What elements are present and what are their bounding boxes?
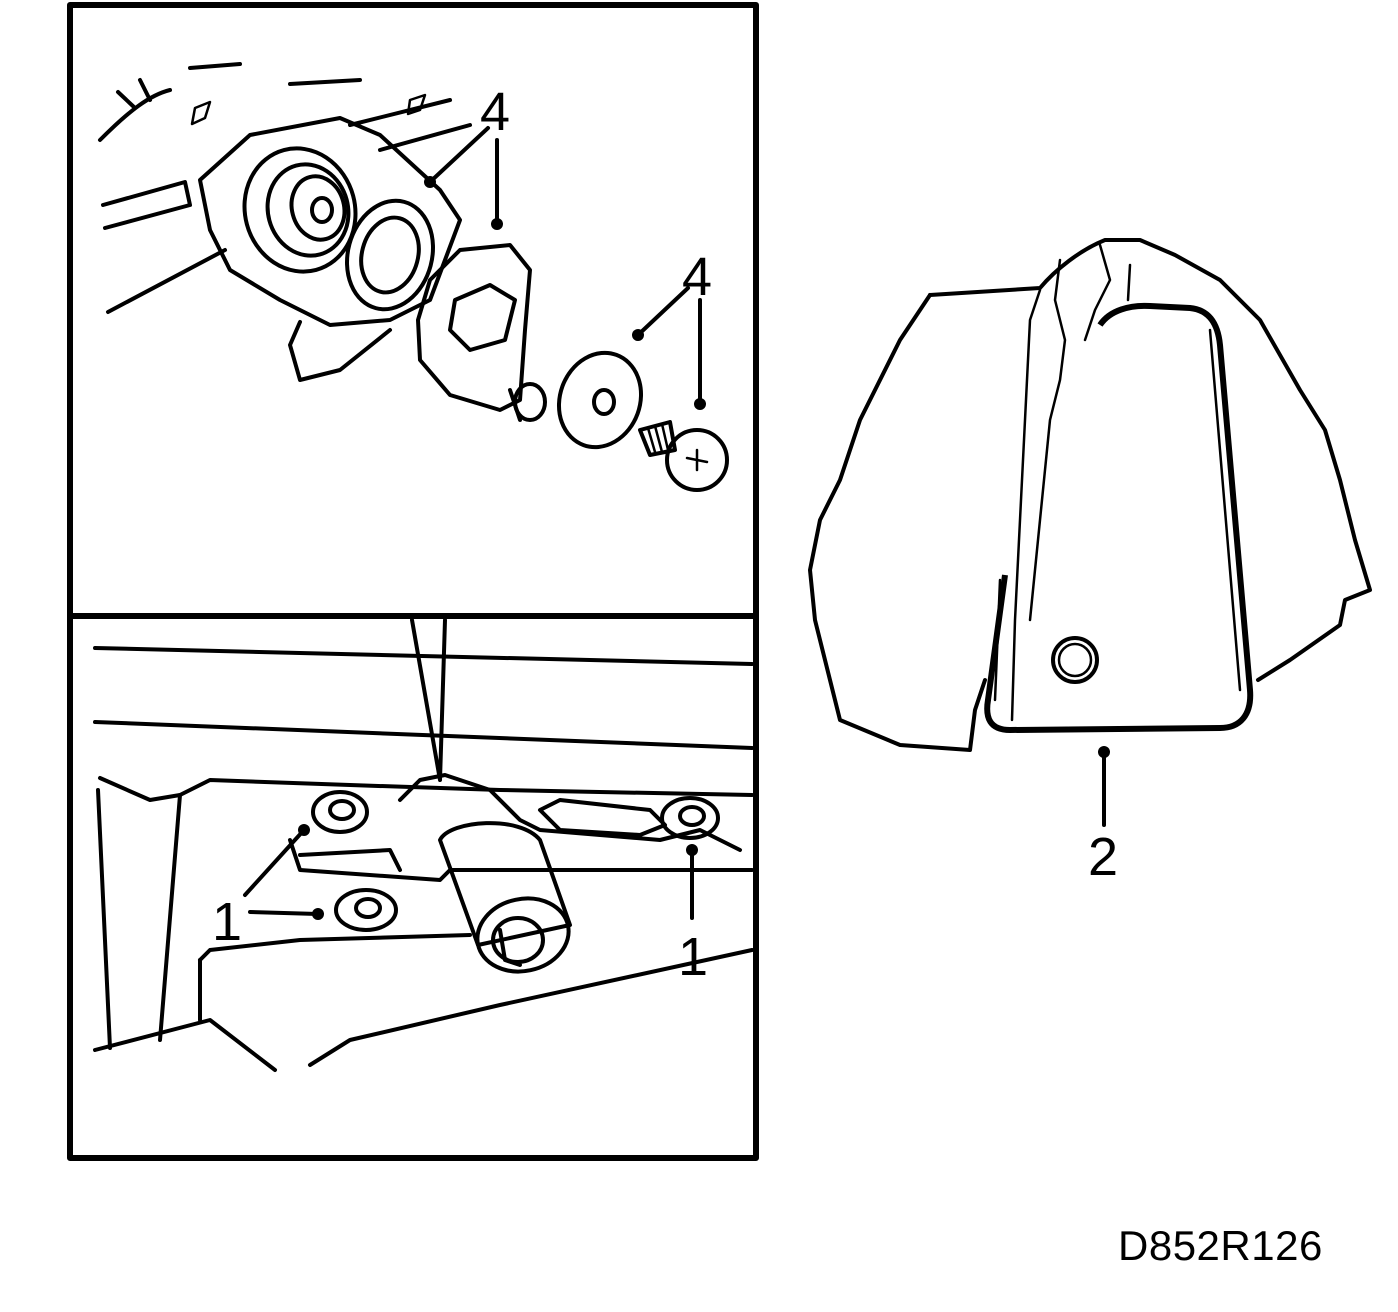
cover-plate-illustration: 2 xyxy=(808,238,1372,887)
figure-code-label: D852R126 xyxy=(1118,1222,1323,1269)
callout-dot-1a xyxy=(298,824,310,836)
callout-dot-4a xyxy=(424,176,436,188)
callout-dot-4b xyxy=(491,218,503,230)
callout-dot-1b xyxy=(312,908,324,920)
callout-dot-4d xyxy=(694,398,706,410)
callout-dot-1c xyxy=(686,844,698,856)
callout-dot-2 xyxy=(1098,746,1110,758)
callout-label-4-upper: 4 xyxy=(480,82,510,142)
callout-label-1-left: 1 xyxy=(212,892,242,952)
callout-label-1-right: 1 xyxy=(678,927,708,987)
callout-label-2: 2 xyxy=(1088,827,1118,887)
callout-label-4-lower: 4 xyxy=(682,247,712,307)
callout-dot-4c xyxy=(632,329,644,341)
left-panel-frame xyxy=(67,2,759,1161)
mounting-bracket-illustration: 1 1 xyxy=(93,618,754,1072)
bushing-assembly-illustration: 4 4 xyxy=(98,62,729,492)
